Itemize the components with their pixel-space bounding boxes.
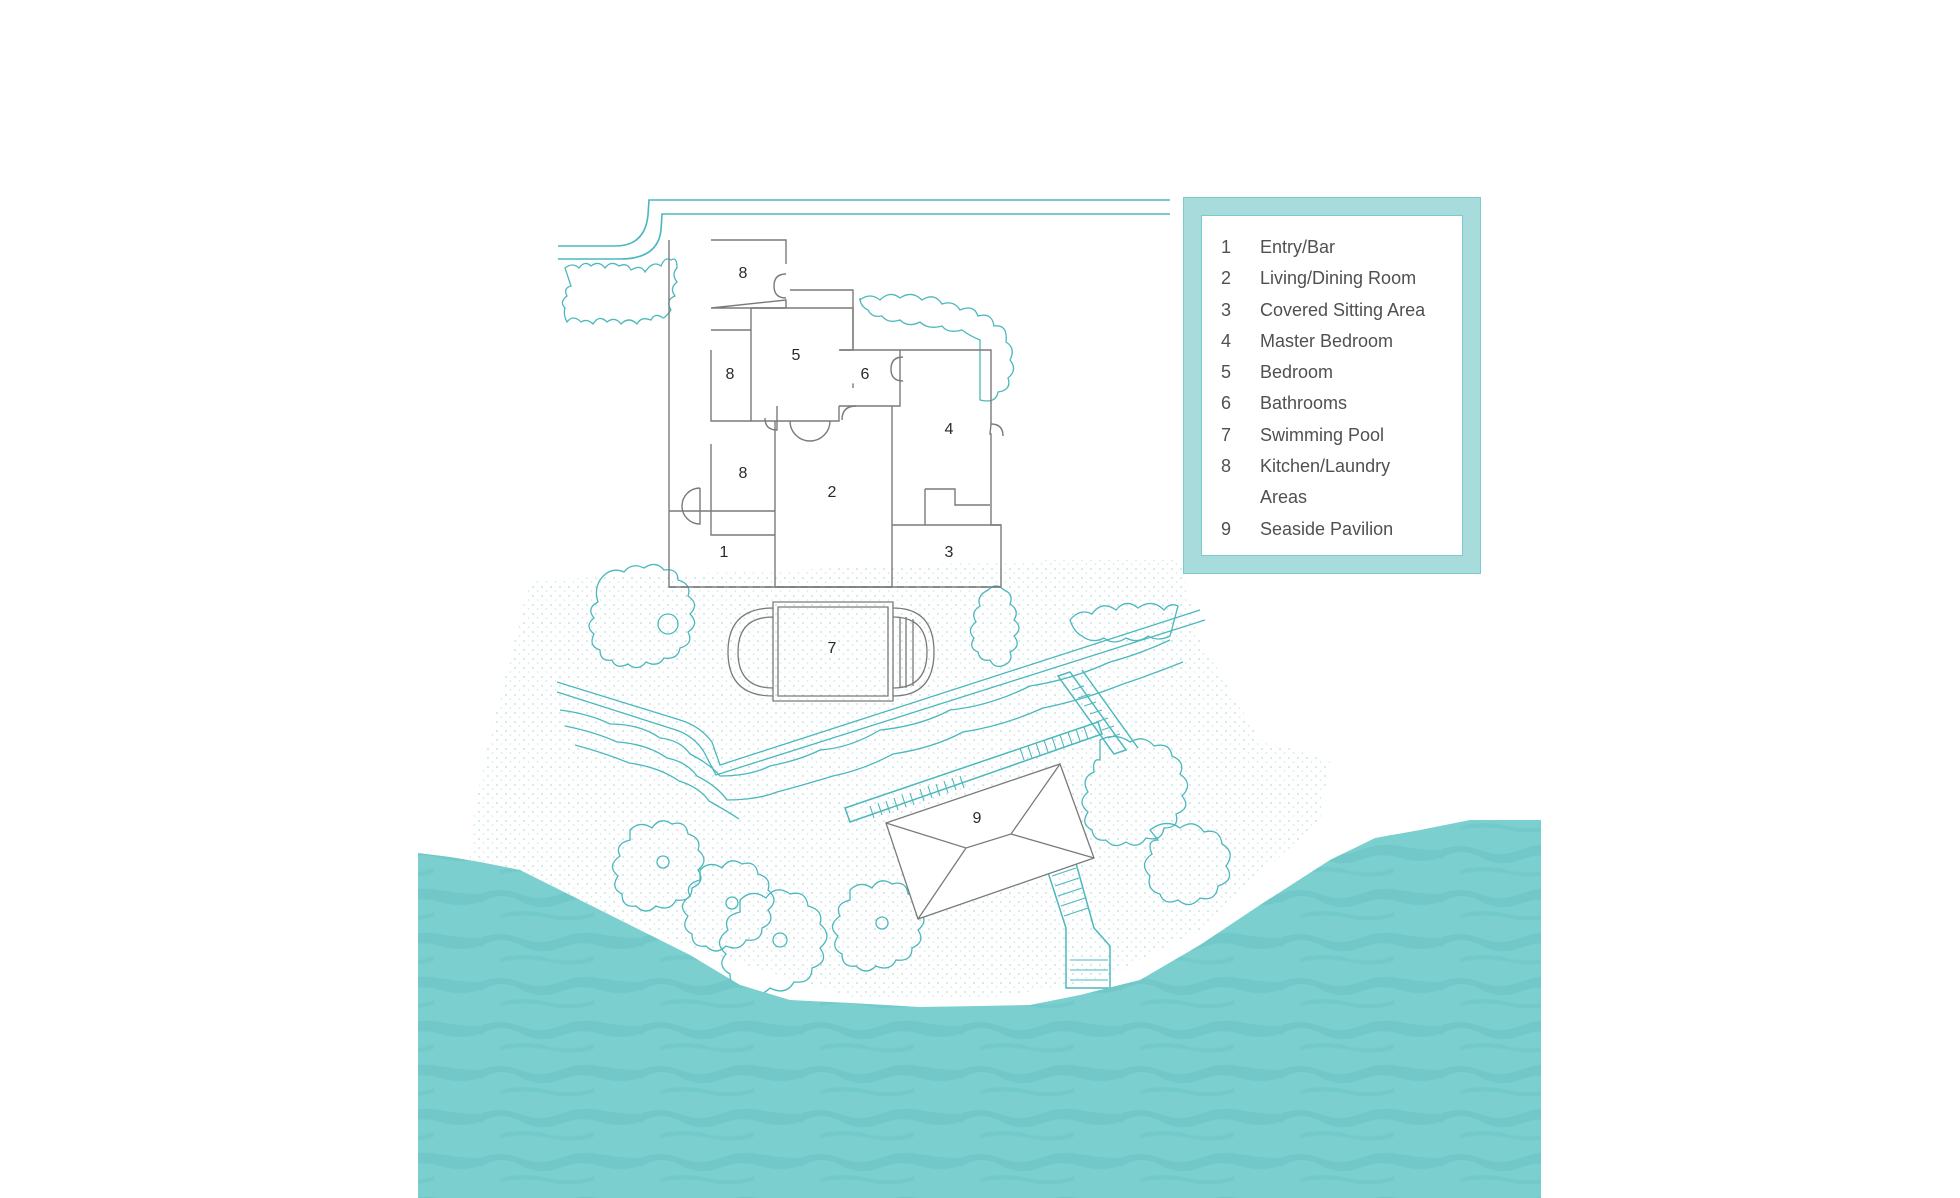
room-label-kitchen-2: 8 [725, 366, 735, 383]
legend-item: 2 Living/Dining Room [1221, 263, 1462, 294]
legend-box: 1 Entry/Bar 2 Living/Dining Room 3 Covered … [1183, 197, 1481, 574]
legend-number: 7 [1221, 424, 1232, 445]
seaside-pavilion [885, 763, 1095, 920]
boardwalk [844, 669, 1139, 989]
legend-label: Areas [1260, 487, 1308, 508]
room-label-master-bedroom: 4 [944, 421, 954, 438]
legend-item: Areas [1221, 482, 1462, 513]
legend-number: 3 [1221, 299, 1232, 320]
room-label-covered-sitting: 3 [944, 544, 954, 561]
legend-list: 1 Entry/Bar 2 Living/Dining Room 3 Covered … [1201, 215, 1463, 556]
swimming-pool [727, 601, 935, 702]
legend-number: 1 [1221, 237, 1232, 257]
legend-number: 5 [1221, 362, 1232, 383]
room-label-entry-bar: 1 [719, 544, 729, 561]
room-label-pavilion: 9 [972, 810, 982, 827]
legend-item: 6 Bathrooms [1221, 388, 1462, 419]
room-label-bedroom: 5 [791, 347, 801, 364]
legend-item: 9 Seaside Pavilion [1221, 514, 1462, 545]
legend-item: 4 Master Bedroom [1221, 326, 1462, 357]
sea [418, 820, 1541, 1198]
legend-label: Seaside Pavilion [1260, 518, 1394, 539]
legend-label: Bedroom [1260, 362, 1334, 383]
road [558, 199, 1170, 260]
legend-number: 8 [1221, 456, 1232, 477]
legend-label: Swimming Pool [1260, 424, 1385, 445]
legend-item: 1 Entry/Bar [1221, 232, 1462, 263]
room-label-pool: 7 [827, 640, 837, 657]
legend-label: Master Bedroom [1260, 330, 1394, 351]
legend-item: 5 Bedroom [1221, 357, 1462, 388]
legend-label: Entry/Bar [1260, 237, 1336, 257]
legend-item: 8 Kitchen/Laundry [1221, 451, 1462, 482]
legend-item: 7 Swimming Pool [1221, 420, 1462, 451]
legend-item: 3 Covered Sitting Area [1221, 295, 1462, 326]
room-label-living-dining: 2 [827, 484, 837, 501]
legend-number: 4 [1221, 330, 1232, 351]
legend-label: Kitchen/Laundry [1260, 456, 1391, 477]
room-label-bathrooms: 6 [860, 366, 870, 383]
legend-number [1221, 482, 1260, 513]
legend-label: Living/Dining Room [1260, 268, 1417, 289]
room-label-kitchen-1: 8 [738, 265, 748, 282]
legend-number: 9 [1221, 518, 1232, 539]
legend-number: 6 [1221, 393, 1232, 414]
house-floor-plan [668, 239, 1004, 588]
room-label-kitchen-3: 8 [738, 465, 748, 482]
legend-number: 2 [1221, 268, 1232, 289]
legend-label: Bathrooms [1260, 393, 1348, 414]
legend-label: Covered Sitting Area [1260, 299, 1426, 320]
terrace-contours [556, 609, 1206, 820]
beach-sand [470, 560, 1330, 1000]
